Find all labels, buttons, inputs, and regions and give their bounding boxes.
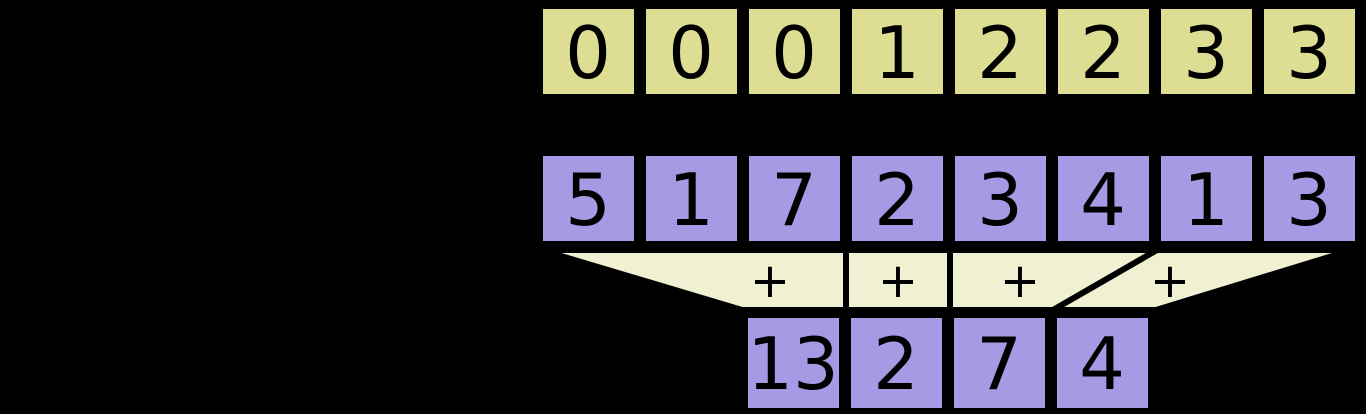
- segment-id-cell-5-label: 2: [1080, 11, 1126, 95]
- value-cell-7-label: 3: [1286, 158, 1332, 242]
- segment-id-cell-6-label: 3: [1183, 11, 1229, 95]
- value-cell-0-label: 5: [565, 158, 611, 242]
- value-cell-6: [1155, 150, 1258, 247]
- segment-id-cell-6: [1155, 3, 1258, 100]
- value-cell-2: [743, 150, 846, 247]
- value-cell-1: [640, 150, 743, 247]
- value-row: 5 1 7 2 3 4 1 3: [537, 150, 1361, 247]
- segment-id-cell-4: [949, 3, 1052, 100]
- segment-id-cell-3-label: 1: [874, 11, 920, 95]
- segment-id-cell-1-label: 0: [668, 11, 714, 95]
- segment-id-cell-2: [743, 3, 846, 100]
- result-cell-2: [948, 312, 1051, 414]
- result-cell-1: [845, 312, 948, 414]
- plus-operator-2: +: [878, 253, 918, 309]
- result-cell-2-label: 7: [976, 322, 1022, 406]
- result-cell-3: [1051, 312, 1154, 414]
- result-cell-0-label: 13: [747, 322, 839, 406]
- segment-id-cell-7-label: 3: [1286, 11, 1332, 95]
- value-cell-0: [537, 150, 640, 247]
- value-cell-3: [846, 150, 949, 247]
- value-cell-4: [949, 150, 1052, 247]
- value-cell-4-label: 3: [977, 158, 1023, 242]
- result-row: 13 2 7 4: [742, 312, 1154, 414]
- value-cell-2-label: 7: [771, 158, 817, 242]
- plus-operator-4: +: [1150, 253, 1190, 309]
- segment-id-cell-3: [846, 3, 949, 100]
- segment-id-cell-5: [1052, 3, 1155, 100]
- reduction-band: + + + +: [540, 247, 1353, 313]
- value-cell-7: [1258, 150, 1361, 247]
- value-cell-3-label: 2: [874, 158, 920, 242]
- result-cell-1-label: 2: [873, 322, 919, 406]
- value-cell-5: [1052, 150, 1155, 247]
- segment-id-cell-2-label: 0: [771, 11, 817, 95]
- segment-id-cell-0: [537, 3, 640, 100]
- value-cell-1-label: 1: [668, 158, 714, 242]
- segment-id-cell-1: [640, 3, 743, 100]
- segment-id-row: 0 0 0 1 2 2 3 3: [537, 3, 1361, 100]
- value-cell-6-label: 1: [1183, 158, 1229, 242]
- segment-id-cell-0-label: 0: [565, 11, 611, 95]
- segment-id-cell-4-label: 2: [977, 11, 1023, 95]
- result-cell-3-label: 4: [1079, 322, 1125, 406]
- band-divider-diagonal: [1051, 247, 1159, 313]
- value-cell-5-label: 4: [1080, 158, 1126, 242]
- reduction-band-shape: [540, 247, 1353, 313]
- segment-id-cell-7: [1258, 3, 1361, 100]
- result-cell-0: [742, 312, 845, 414]
- plus-operator-3: +: [1000, 253, 1040, 309]
- plus-operator-1: +: [750, 253, 790, 309]
